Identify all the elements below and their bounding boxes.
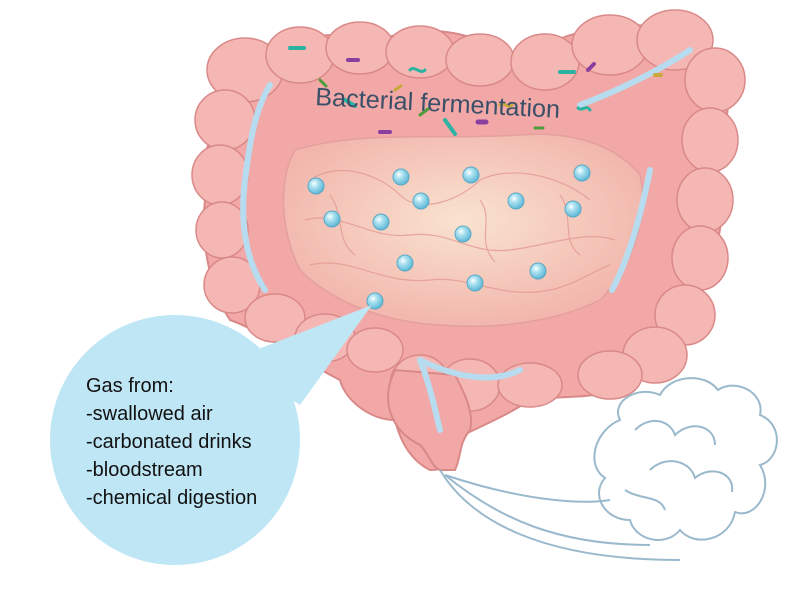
gas-bubble-icon bbox=[467, 275, 483, 291]
callout-item: -chemical digestion bbox=[86, 487, 257, 509]
gas-bubble-icon bbox=[530, 263, 546, 279]
callout-bubble: Gas from: -swallowed air -carbonated dri… bbox=[50, 305, 372, 565]
gas-bubble-icon bbox=[455, 226, 471, 242]
callout-item: -carbonated drinks bbox=[86, 431, 252, 453]
gas-bubble-icon bbox=[508, 193, 524, 209]
gas-bubble-icon bbox=[463, 167, 479, 183]
gas-bubble-icon bbox=[324, 211, 340, 227]
gas-bubble-icon bbox=[397, 255, 413, 271]
gas-bubble-icon bbox=[413, 193, 429, 209]
gas-bubble-icon bbox=[373, 214, 389, 230]
callout-title: Gas from: bbox=[86, 375, 174, 397]
callout-item: -bloodstream bbox=[86, 459, 203, 481]
gas-bubble-icon bbox=[574, 165, 590, 181]
gas-bubble-icon bbox=[565, 201, 581, 217]
gas-bubble-icon bbox=[308, 178, 324, 194]
callout-item: -swallowed air bbox=[86, 403, 213, 425]
gas-bubble-icon bbox=[393, 169, 409, 185]
